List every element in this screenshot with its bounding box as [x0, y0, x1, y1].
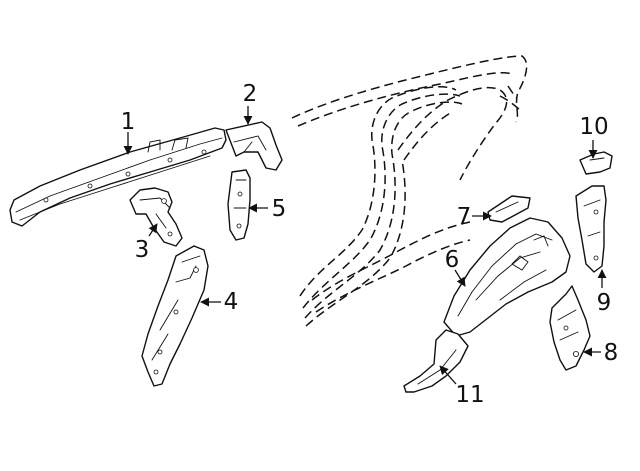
callout-2-label: 2	[243, 81, 258, 107]
callout-1-label: 1	[121, 109, 136, 135]
part-10-cap	[579, 151, 613, 175]
part-3-bracket	[129, 187, 183, 247]
callout-4-label: 4	[224, 289, 239, 315]
part-7-plate	[487, 195, 531, 223]
callout-9-label: 9	[597, 290, 612, 316]
callout-10: 10	[579, 114, 609, 159]
callout-8-label: 8	[604, 340, 619, 366]
callout-6-label: 6	[445, 247, 460, 273]
callout-8: 8	[583, 340, 619, 366]
callout-11: 11	[439, 365, 485, 408]
callout-3-label: 3	[135, 237, 150, 263]
callout-7: 7	[457, 204, 492, 230]
part-2-corner-bracket	[225, 121, 283, 171]
callout-1: 1	[121, 109, 136, 155]
callout-10-label: 10	[579, 114, 608, 140]
callout-2: 2	[243, 81, 258, 125]
callout-9: 9	[597, 269, 612, 316]
callout-11-label: 11	[455, 382, 484, 408]
part-8-rear-bracket	[549, 285, 591, 371]
callout-5: 5	[248, 196, 287, 222]
callout-6: 6	[445, 247, 466, 287]
part-6-wheelhouse	[443, 217, 571, 337]
part-9-tall-bracket	[575, 185, 607, 273]
callout-3: 3	[135, 223, 158, 263]
body-side-outline	[291, 55, 528, 327]
callout-7-label: 7	[457, 204, 472, 230]
part-1-roof-rail	[9, 127, 227, 227]
part-4-pillar	[141, 245, 209, 387]
callout-4: 4	[200, 289, 239, 315]
callout-5-label: 5	[272, 196, 287, 222]
part-5-pillar-bracket	[227, 169, 251, 241]
